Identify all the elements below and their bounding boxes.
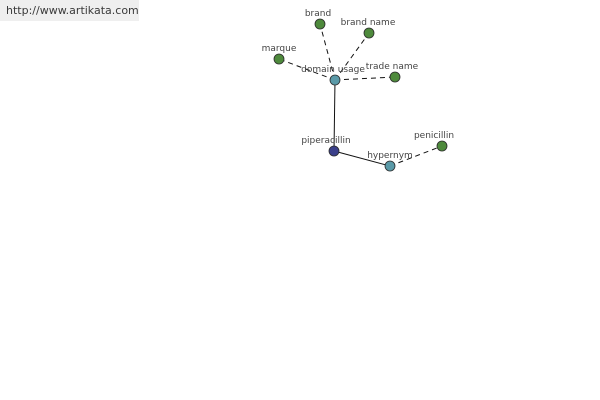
source-url-banner[interactable]: http://www.artikata.com	[0, 0, 139, 21]
edge-domain-usage-to-brand	[319, 23, 336, 81]
node-label-brand[interactable]: brand	[305, 9, 331, 19]
edge-hypernym-to-penicillin	[389, 145, 443, 167]
node-label-brand-name[interactable]: brand name	[341, 18, 396, 28]
node-brand[interactable]	[314, 18, 326, 30]
node-penicillin[interactable]	[436, 140, 448, 152]
edges-layer	[278, 23, 443, 167]
node-label-domain-usage[interactable]: domain usage	[301, 65, 365, 75]
node-label-piperacillin[interactable]: piperacillin	[301, 136, 350, 146]
node-domain-usage[interactable]	[329, 74, 341, 86]
node-brand-name[interactable]	[363, 27, 375, 39]
labels-layer: piperacillin domain usage hypernym brand bra…	[262, 9, 454, 161]
edge-piperacillin-to-domain-usage	[333, 79, 336, 152]
node-label-hypernym[interactable]: hypernym	[367, 151, 413, 161]
edge-piperacillin-to-hypernym	[333, 150, 391, 167]
node-hypernym[interactable]	[384, 160, 396, 172]
node-label-trade-name[interactable]: trade name	[366, 62, 419, 72]
nodes-layer	[273, 18, 448, 172]
edge-domain-usage-to-marque	[278, 58, 336, 81]
edge-domain-usage-to-brand-name	[334, 32, 370, 81]
node-label-penicillin[interactable]: penicillin	[414, 131, 454, 141]
node-marque[interactable]	[273, 53, 285, 65]
edge-domain-usage-to-trade-name	[334, 76, 396, 81]
node-label-marque[interactable]: marque	[262, 44, 297, 54]
node-piperacillin[interactable]	[328, 145, 340, 157]
node-trade-name[interactable]	[389, 71, 401, 83]
